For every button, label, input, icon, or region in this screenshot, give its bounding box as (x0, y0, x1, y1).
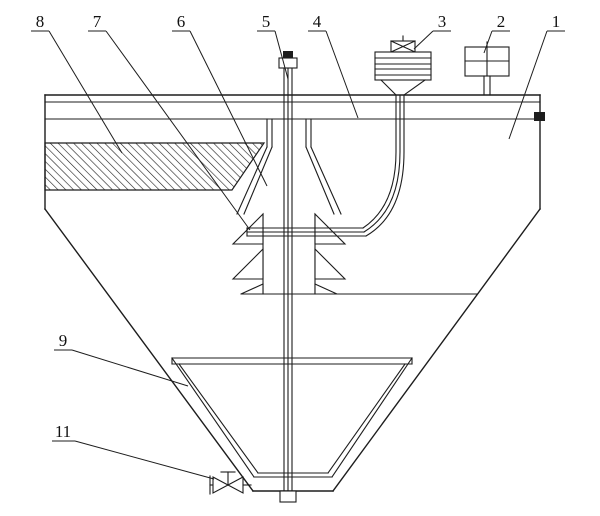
drain-valve (209, 471, 252, 495)
lamella-pack (44, 142, 266, 191)
callout-1: 1 (508, 12, 565, 140)
callout-1-label: 1 (552, 12, 561, 31)
callout-7: 7 (88, 12, 251, 231)
callout-9-label: 9 (59, 331, 68, 350)
callout-9-leader (71, 349, 189, 387)
drive-unit (374, 35, 432, 96)
center-shaft (278, 51, 298, 503)
callout-3-label: 3 (438, 12, 447, 31)
callout-4: 4 (308, 12, 359, 119)
shaft-bottom-foot (279, 490, 297, 503)
callout-5: 5 (257, 12, 289, 80)
callout-2-label: 2 (497, 12, 506, 31)
callout-8-leader (48, 30, 123, 154)
callout-11-leader (74, 440, 215, 480)
wall-nozzle-block (534, 112, 545, 121)
callout-8-label: 8 (36, 12, 45, 31)
callout-9: 9 (54, 331, 189, 387)
callout-6: 6 (172, 12, 268, 187)
callout-2: 2 (483, 12, 510, 54)
deflector-stack (231, 212, 347, 295)
shaft-top-knob (283, 51, 293, 58)
callout-4-label: 4 (313, 12, 322, 31)
callouts: 8 7 6 5 4 3 2 (31, 12, 565, 480)
callout-11-label: 11 (55, 422, 71, 441)
callout-5-leader (274, 30, 289, 80)
callout-1-leader (508, 30, 548, 140)
callout-8: 8 (31, 12, 123, 154)
callout-4-leader (325, 30, 359, 119)
callout-2-leader (483, 30, 493, 54)
callout-7-label: 7 (93, 12, 102, 31)
callout-3-leader (413, 30, 434, 50)
callout-5-label: 5 (262, 12, 271, 31)
callout-7-leader (105, 30, 251, 231)
feedwell (236, 118, 342, 215)
downcomer-pipe (362, 94, 405, 237)
callout-6-leader (189, 30, 268, 187)
shaft-top-cap (278, 57, 298, 69)
control-box (464, 41, 510, 96)
callout-3: 3 (413, 12, 451, 50)
feed-pipe (246, 227, 367, 237)
callout-6-label: 6 (177, 12, 186, 31)
callout-11: 11 (52, 422, 215, 480)
